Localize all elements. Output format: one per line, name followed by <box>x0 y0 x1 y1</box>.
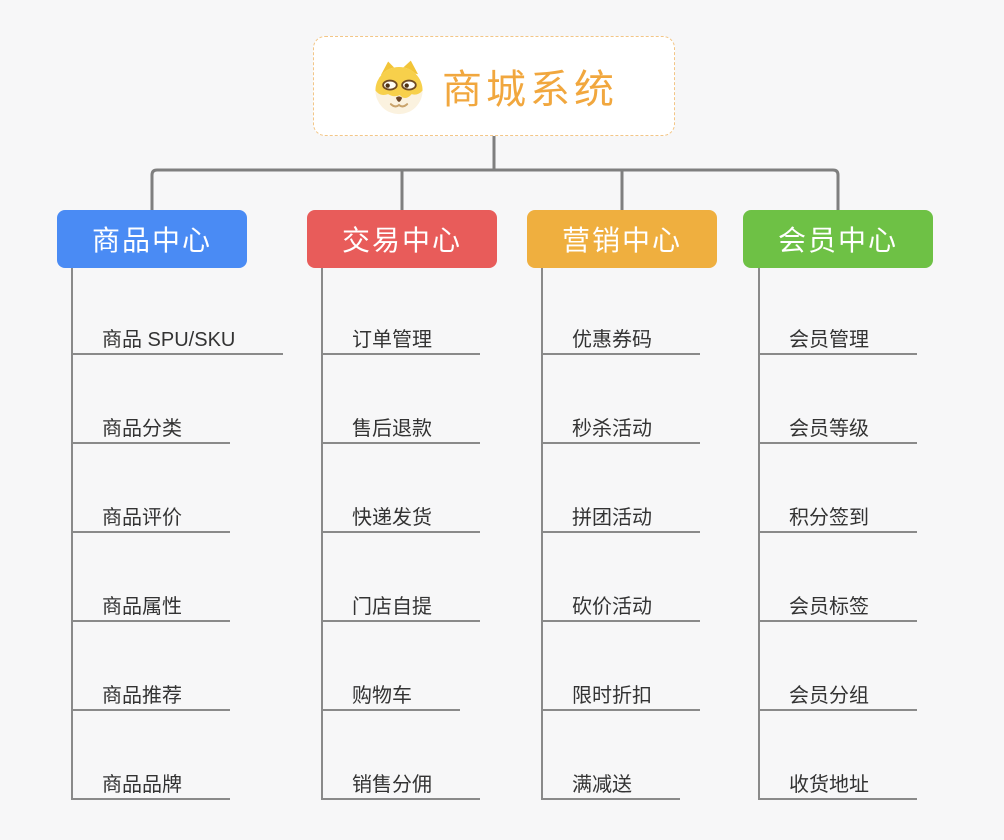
leaf-node[interactable]: 门店自提 <box>321 586 480 622</box>
leaf-node[interactable]: 砍价活动 <box>541 586 700 622</box>
leaf-node[interactable]: 购物车 <box>321 675 460 711</box>
leaf-label: 商品评价 <box>102 507 182 529</box>
branch-column-product-center: 商品 SPU/SKU 商品分类 商品评价 商品属性 商品推荐 商品品牌 <box>71 268 331 840</box>
branch-node-product-center[interactable]: 商品中心 <box>57 210 247 268</box>
leaf-node[interactable]: 商品评价 <box>71 497 230 533</box>
leaf-node[interactable]: 商品推荐 <box>71 675 230 711</box>
leaf-node[interactable]: 会员标签 <box>758 586 917 622</box>
leaf-node[interactable]: 商品 SPU/SKU <box>71 319 284 355</box>
leaf-label: 售后退款 <box>352 418 432 440</box>
leaf-label: 满减送 <box>572 774 632 796</box>
leaf-node[interactable]: 优惠券码 <box>541 319 700 355</box>
branch-vertical-line <box>321 268 323 800</box>
root-node-label: 商城系统 <box>442 68 618 112</box>
leaf-node[interactable]: 会员管理 <box>758 319 917 355</box>
branch-vertical-line <box>71 268 73 800</box>
leaf-node[interactable]: 收货地址 <box>758 764 917 800</box>
doge-face-icon <box>375 60 423 115</box>
leaf-label: 优惠券码 <box>572 329 652 351</box>
branch-node-label: 交易中心 <box>341 225 462 256</box>
leaf-node[interactable]: 拼团活动 <box>541 497 700 533</box>
leaf-label: 商品 SPU/SKU <box>102 329 236 351</box>
leaf-node[interactable]: 售后退款 <box>321 408 480 444</box>
branch-node-marketing-center[interactable]: 营销中心 <box>527 210 717 268</box>
leaf-node[interactable]: 商品品牌 <box>71 764 230 800</box>
branch-column-trade-center: 订单管理 售后退款 快递发货 门店自提 购物车 销售分佣 <box>321 268 581 840</box>
leaf-label: 会员分组 <box>789 685 869 707</box>
branch-vertical-line <box>758 268 760 800</box>
leaf-label: 订单管理 <box>352 329 432 351</box>
leaf-label: 限时折扣 <box>572 685 652 707</box>
leaf-label: 收货地址 <box>789 774 869 796</box>
leaf-node[interactable]: 积分签到 <box>758 497 917 533</box>
leaf-node[interactable]: 会员等级 <box>758 408 917 444</box>
leaf-node[interactable]: 满减送 <box>541 764 680 800</box>
branch-node-label: 商品中心 <box>91 225 212 256</box>
branch-node-trade-center[interactable]: 交易中心 <box>307 210 497 268</box>
branch-column-member-center: 会员管理 会员等级 积分签到 会员标签 会员分组 收货地址 <box>758 268 1004 840</box>
branch-node-label: 营销中心 <box>561 225 682 256</box>
leaf-label: 商品推荐 <box>102 685 182 707</box>
branch-node-member-center[interactable]: 会员中心 <box>743 210 933 268</box>
branch-vertical-line <box>541 268 543 800</box>
leaf-label: 拼团活动 <box>572 507 652 529</box>
leaf-node[interactable]: 销售分佣 <box>321 764 480 800</box>
leaf-label: 砍价活动 <box>572 596 652 618</box>
leaf-label: 会员标签 <box>789 596 869 618</box>
leaf-label: 购物车 <box>352 685 412 707</box>
leaf-node[interactable]: 订单管理 <box>321 319 480 355</box>
leaf-label: 快递发货 <box>352 507 432 529</box>
leaf-label: 门店自提 <box>352 596 432 618</box>
root-node[interactable]: 商城系统 <box>313 36 675 136</box>
leaf-label: 秒杀活动 <box>572 418 652 440</box>
leaf-node[interactable]: 商品分类 <box>71 408 230 444</box>
leaf-label: 商品品牌 <box>102 774 182 796</box>
leaf-node[interactable]: 秒杀活动 <box>541 408 700 444</box>
branch-node-label: 会员中心 <box>777 225 898 256</box>
leaf-node[interactable]: 快递发货 <box>321 497 480 533</box>
leaf-node[interactable]: 商品属性 <box>71 586 230 622</box>
leaf-label: 会员等级 <box>789 418 869 440</box>
leaf-label: 商品属性 <box>102 596 182 618</box>
branch-column-marketing-center: 优惠券码 秒杀活动 拼团活动 砍价活动 限时折扣 满减送 <box>541 268 801 840</box>
leaf-label: 积分签到 <box>789 507 869 529</box>
leaf-node[interactable]: 限时折扣 <box>541 675 700 711</box>
leaf-label: 会员管理 <box>789 329 869 351</box>
leaf-node[interactable]: 会员分组 <box>758 675 917 711</box>
leaf-label: 商品分类 <box>102 418 182 440</box>
leaf-label: 销售分佣 <box>352 774 432 796</box>
